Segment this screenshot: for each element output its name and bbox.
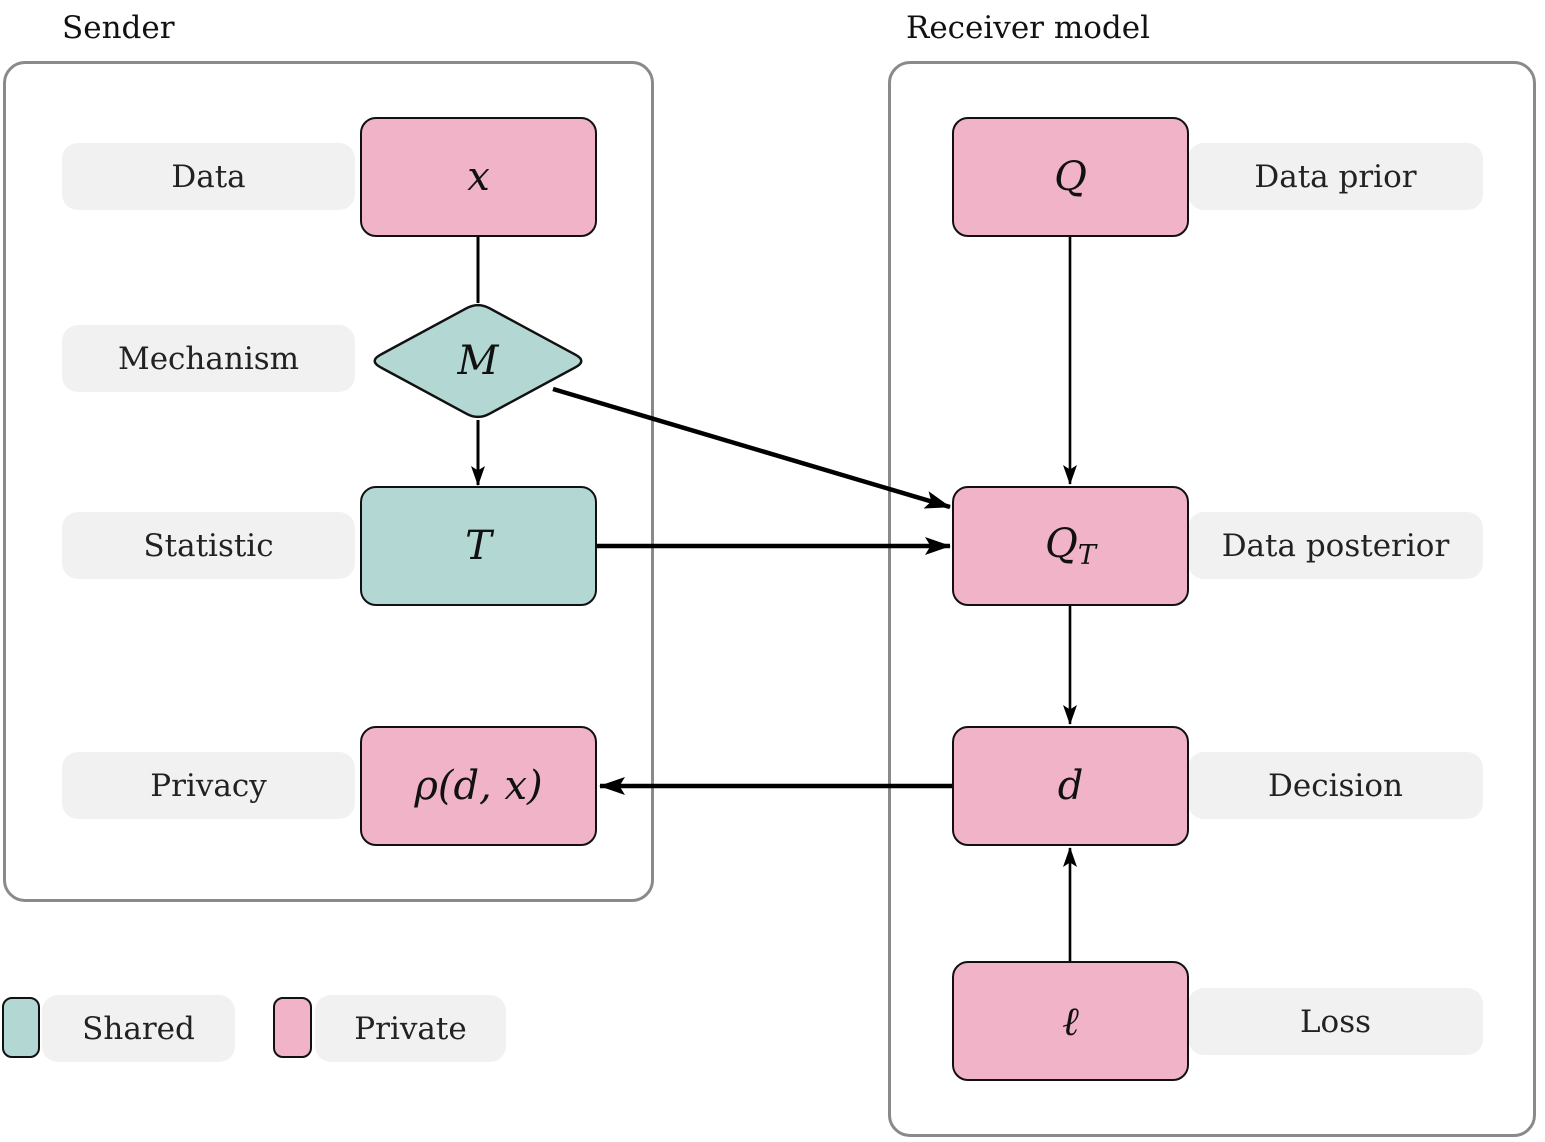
node-posterior-qt: QT bbox=[952, 486, 1189, 606]
label-data-posterior: Data posterior bbox=[1188, 512, 1483, 579]
node-decision-d: d bbox=[952, 726, 1189, 846]
label-data: Data bbox=[62, 143, 355, 210]
node-posterior-qt-label: QT bbox=[1045, 521, 1096, 571]
label-statistic: Statistic bbox=[62, 512, 355, 579]
legend-private-swatch bbox=[273, 997, 312, 1058]
node-privacy-rho-label: ρ(d, x) bbox=[414, 763, 543, 809]
node-decision-d-label: d bbox=[1057, 763, 1084, 809]
node-mechanism-m: M bbox=[366, 299, 590, 423]
sender-title: Sender bbox=[62, 10, 175, 46]
receiver-group-box bbox=[888, 61, 1536, 1137]
label-data-prior: Data prior bbox=[1188, 143, 1483, 210]
label-decision: Decision bbox=[1188, 752, 1483, 819]
node-prior-q-label: Q bbox=[1054, 154, 1087, 200]
node-prior-q: Q bbox=[952, 117, 1189, 237]
label-privacy: Privacy bbox=[62, 752, 355, 819]
node-loss-ell: ℓ bbox=[952, 961, 1189, 1081]
legend-shared-swatch bbox=[2, 997, 40, 1058]
node-mechanism-m-label: M bbox=[457, 338, 499, 384]
node-privacy-rho: ρ(d, x) bbox=[360, 726, 597, 846]
node-posterior-qt-subscript: T bbox=[1077, 539, 1096, 571]
legend-shared-label: Shared bbox=[42, 995, 235, 1062]
node-loss-ell-label: ℓ bbox=[1062, 998, 1079, 1045]
mechanism-diamond-shape bbox=[373, 303, 583, 419]
receiver-title: Receiver model bbox=[906, 10, 1151, 46]
label-loss: Loss bbox=[1188, 988, 1483, 1055]
node-statistic-t: T bbox=[360, 486, 597, 606]
legend-private-label: Private bbox=[315, 995, 506, 1062]
node-statistic-t-label: T bbox=[465, 523, 492, 569]
node-data-x: x bbox=[360, 117, 597, 237]
node-data-x-label: x bbox=[467, 154, 490, 200]
label-mechanism: Mechanism bbox=[62, 325, 355, 392]
